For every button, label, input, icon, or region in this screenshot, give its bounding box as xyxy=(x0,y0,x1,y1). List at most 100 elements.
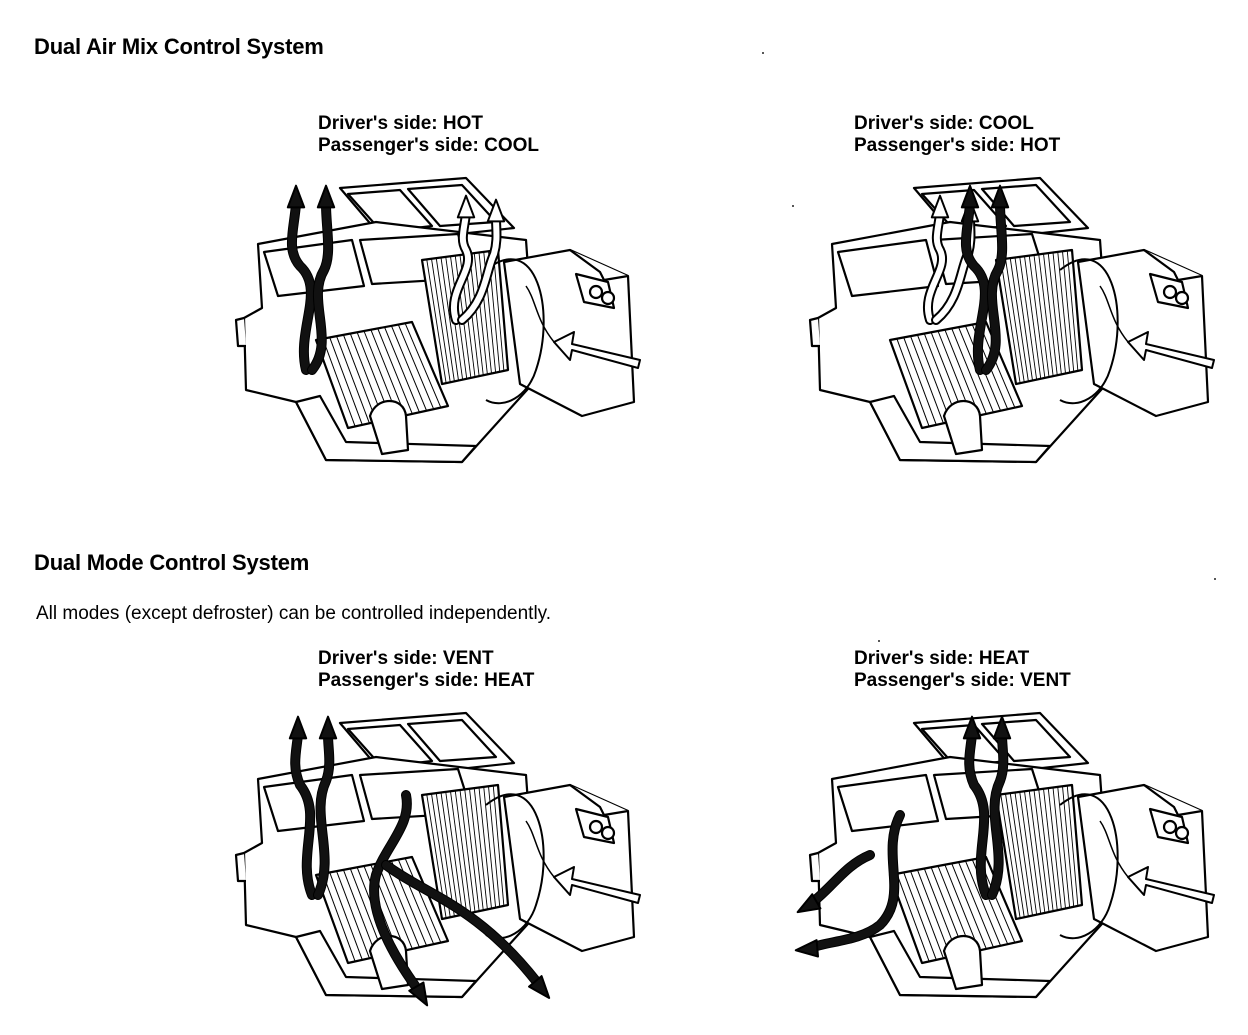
evaporator-fin xyxy=(1009,258,1029,382)
evaporator-fin xyxy=(1038,789,1054,912)
hose xyxy=(485,258,545,405)
base-plate xyxy=(868,394,1052,464)
section-heading-mode: Dual Mode Control System xyxy=(34,550,310,575)
heat-airflow-arrow xyxy=(381,860,541,986)
heater-housing xyxy=(808,711,1215,999)
arrow-head xyxy=(990,184,1010,209)
core-fin xyxy=(903,872,937,961)
drain-tube xyxy=(942,935,984,991)
hot-airflow-arrow-body xyxy=(982,200,1007,374)
evaporator-fin xyxy=(1066,785,1079,906)
evaporator-fin xyxy=(445,791,464,915)
vent-airflow-arrow-body xyxy=(314,731,334,899)
evaporator-fin xyxy=(431,258,451,383)
drain-tube xyxy=(942,400,984,456)
evaporator-fin xyxy=(1014,257,1033,381)
driver-side-label: Driver's side: HEAT xyxy=(854,648,1030,669)
caption-mode-right: Driver's side: HEAT Passenger's side: VE… xyxy=(854,648,1071,692)
core-fin xyxy=(342,334,378,422)
arrow-head xyxy=(318,715,338,740)
side-flange xyxy=(808,851,820,883)
evaporator-fin xyxy=(454,790,472,913)
evaporator-fin xyxy=(1066,250,1079,371)
hose xyxy=(1059,258,1119,405)
core-fin xyxy=(336,870,370,959)
blower-edge xyxy=(1143,249,1203,282)
evaporator-fin xyxy=(1052,787,1066,909)
heater-diagram-svg xyxy=(234,711,641,1007)
evaporator-fin xyxy=(1019,256,1038,380)
evaporator-fin xyxy=(435,258,455,382)
core-fin xyxy=(944,864,980,951)
core-fin xyxy=(903,337,937,426)
cool-airflow-arrow xyxy=(923,209,947,325)
core-fin xyxy=(910,870,944,959)
arrow-head xyxy=(528,975,551,999)
core-fin xyxy=(910,335,944,424)
core-fin xyxy=(336,335,370,424)
evaporator-fin xyxy=(1000,259,1021,384)
arrow-head xyxy=(794,939,820,958)
evaporator-fin xyxy=(1057,786,1071,908)
pipe-end xyxy=(1174,825,1190,841)
side-flange xyxy=(234,316,246,348)
core-fin xyxy=(322,873,356,962)
side-flange xyxy=(808,316,820,348)
heater-unit-diagram-air-mix-hot-cool xyxy=(234,170,656,500)
pipe-end xyxy=(1162,284,1178,300)
arrow-head xyxy=(796,893,822,914)
core-fin xyxy=(329,337,363,426)
vent-airflow-arrow xyxy=(964,730,991,900)
evaporator-fin xyxy=(1043,253,1058,376)
evaporator-fin xyxy=(473,788,488,910)
blower-edge xyxy=(569,784,629,817)
evaporator-fin xyxy=(469,788,484,911)
base-plate xyxy=(294,394,478,464)
caption-mode-left: Driver's side: VENT Passenger's side: HE… xyxy=(318,648,534,692)
evaporator-fin xyxy=(459,789,476,913)
base-plate xyxy=(294,929,478,999)
passenger-side-label: Passenger's side: HOT xyxy=(854,135,1061,156)
core-fin xyxy=(384,326,420,413)
vent-outlet xyxy=(836,773,940,833)
hose xyxy=(1059,793,1119,940)
arrow-head xyxy=(316,184,336,209)
intake-arrow xyxy=(553,866,641,904)
core-fin xyxy=(404,323,442,408)
cool-airflow-arrow xyxy=(457,213,502,325)
evaporator-fin xyxy=(464,789,480,912)
cool-airflow-arrow-body xyxy=(451,211,471,323)
evaporator-fin xyxy=(1019,791,1038,915)
heater-housing xyxy=(808,176,1215,464)
vent-airflow-arrow-body xyxy=(965,731,990,899)
hot-airflow-arrow-body xyxy=(961,200,989,374)
vent-airflow-arrow-body xyxy=(291,731,316,899)
core-fin xyxy=(944,329,980,416)
cool-airflow-arrow xyxy=(449,209,473,325)
evaporator-fin xyxy=(426,259,447,384)
core-fin xyxy=(342,869,378,957)
scan-speck xyxy=(792,205,794,207)
arrow-head xyxy=(288,715,308,740)
core-fin xyxy=(951,328,987,415)
core-fin xyxy=(951,863,987,950)
core-fin xyxy=(370,329,406,416)
evaporator-fin xyxy=(1028,790,1046,913)
core-fin xyxy=(964,860,1002,946)
pipe-end xyxy=(1174,290,1190,306)
vent-airflow-arrow xyxy=(313,730,335,900)
evaporator-fin xyxy=(488,786,501,907)
scan-speck xyxy=(1214,578,1216,580)
core-fin xyxy=(377,328,413,415)
heater-diagram-svg xyxy=(234,176,641,464)
caption-air-mix-left: Driver's side: HOT Passenger's side: COO… xyxy=(318,113,539,157)
evaporator-fin xyxy=(478,252,492,374)
evaporator-fin xyxy=(1024,256,1042,379)
heat-airflow-arrow-body xyxy=(810,811,904,951)
section-heading-air-mix: Dual Air Mix Control System xyxy=(34,34,324,59)
evaporator-fin xyxy=(1057,251,1071,373)
hot-airflow-arrow xyxy=(960,199,990,375)
evaporator-fin xyxy=(483,786,497,908)
vent-airflow-arrow xyxy=(290,730,317,900)
core-fin xyxy=(896,338,930,427)
